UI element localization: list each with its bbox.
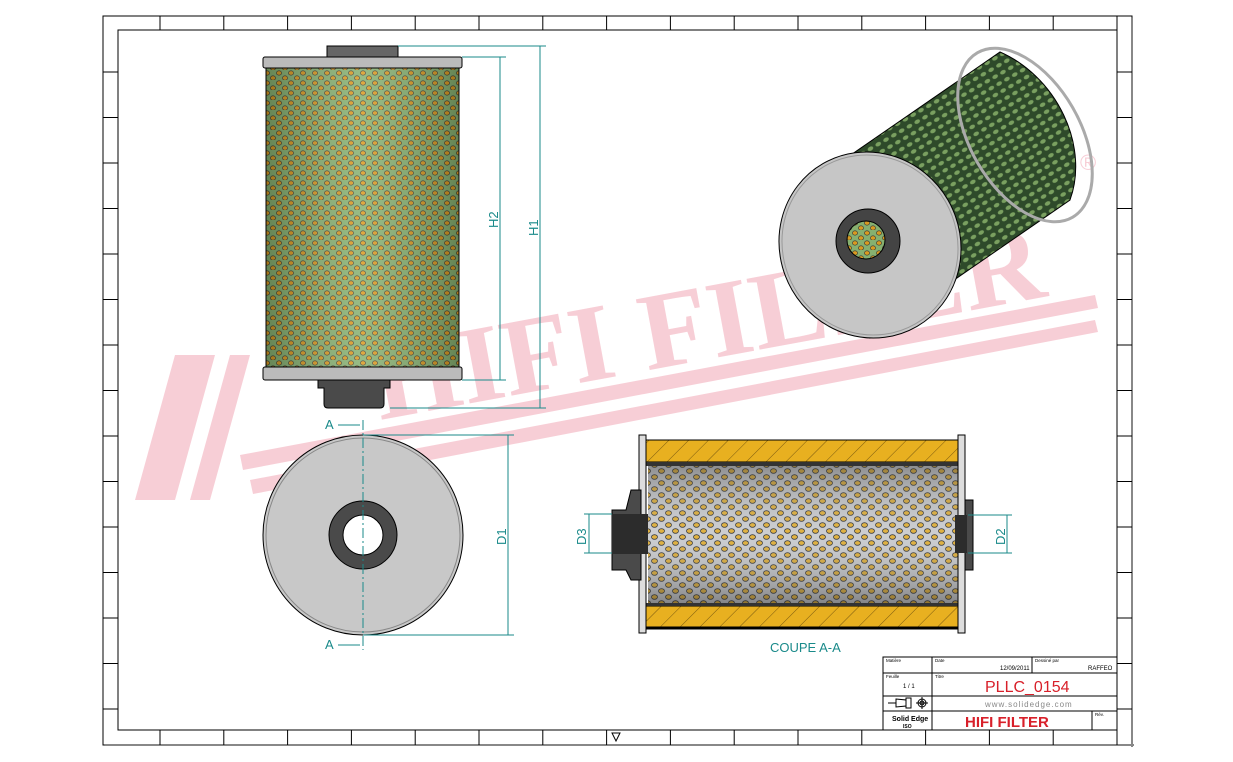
title-label: Titre [935, 674, 944, 679]
date-value: 12/09/2011 [1000, 666, 1030, 672]
dimension-label-h2: H2 [486, 211, 501, 228]
dimension-label-d2: D2 [993, 528, 1008, 545]
section-label: COUPE A-A [770, 640, 841, 655]
title-block [882, 656, 1118, 731]
front-view [262, 45, 463, 409]
zone-ticks [103, 16, 1132, 745]
drawing-title: PLLC_0154 [985, 679, 1070, 696]
dimension-h1 [390, 45, 546, 409]
section-mark-bottom: A [325, 637, 334, 652]
drawn-by-value: RAFFEO [1088, 666, 1113, 672]
dimension-h2 [462, 56, 506, 381]
software-standard: ISO [903, 724, 912, 730]
drawn-by-label: Dessiné par [1035, 658, 1060, 663]
projection-symbol-icon [888, 697, 928, 709]
dimension-d2 [968, 514, 1012, 554]
date-label: Date [935, 658, 945, 663]
sheet-value: 1 / 1 [903, 684, 915, 690]
dimension-label-h1: H1 [526, 219, 541, 236]
software-name: Solid Edge [892, 716, 928, 723]
registered-mark: ® [1080, 150, 1096, 175]
section-mark-top: A [325, 417, 334, 432]
dimension-d3 [584, 513, 612, 554]
bottom-view [262, 420, 464, 650]
section-view [611, 434, 974, 634]
material-label: Matière [886, 658, 902, 663]
inner-border [117, 29, 1118, 731]
dimension-d1 [363, 434, 514, 636]
website-text: www.solidedge.com [984, 700, 1073, 709]
isometric-view [778, 46, 1094, 339]
centering-mark-icon [611, 732, 621, 743]
company-name: HIFI FILTER [965, 714, 1049, 731]
sheet-label: Feuille [886, 674, 900, 679]
revision-label: Rév. [1095, 712, 1104, 717]
dimension-label-d1: D1 [494, 528, 509, 545]
dimension-label-d3: D3 [574, 528, 589, 545]
